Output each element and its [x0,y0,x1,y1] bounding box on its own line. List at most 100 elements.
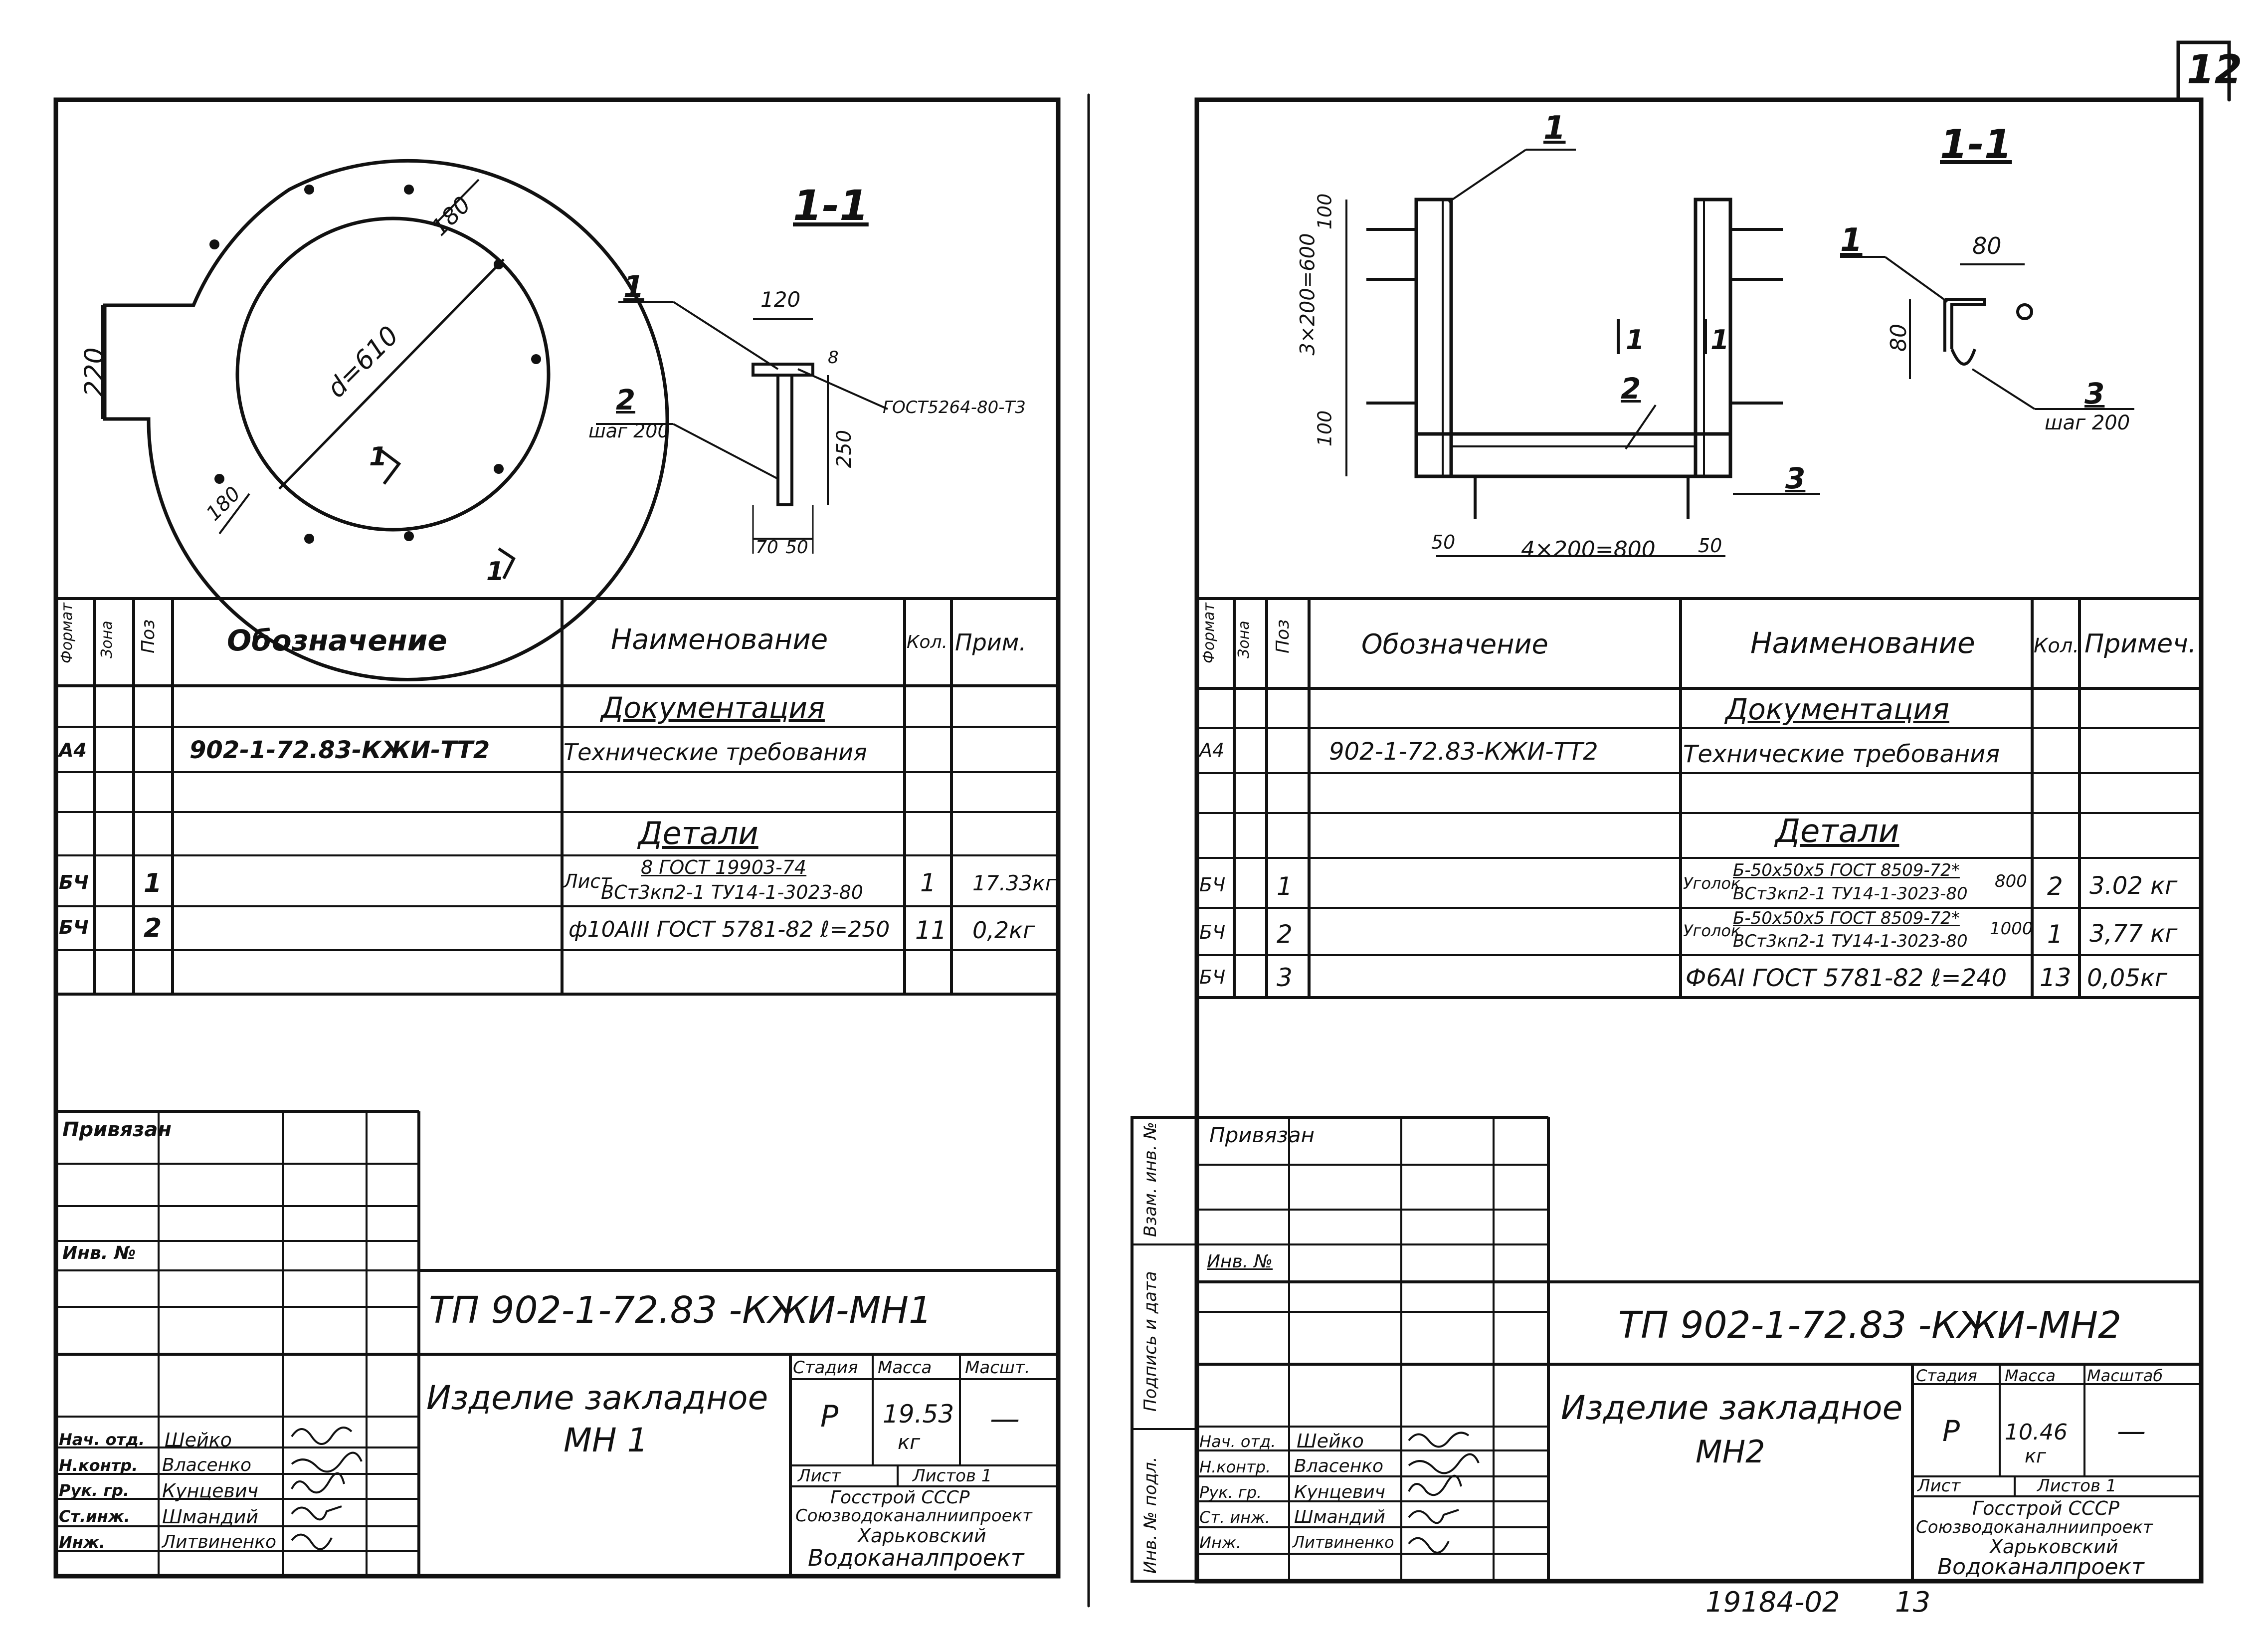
right-row2-pos: 2 [1277,920,1293,949]
left-row1-qty: 1 [920,868,936,897]
right-stage: Р [1942,1414,1960,1448]
left-mass-label: Масса [878,1358,932,1378]
left-doc-name: Технические требования [564,739,867,766]
right-name-3: Кунцевич [1294,1482,1385,1502]
right-row2-name-bottom: ВСт3кп2-1 ТУ14-1-3023-80 [1733,931,1968,951]
left-hdr-format: Формат [58,603,76,663]
left-plate-plan [101,159,669,681]
right-side-label-1: Взам. инв. № [1140,1122,1160,1237]
left-doc-format: А4 [59,739,87,761]
left-mass: 19.53 [883,1400,954,1429]
right-spec-grid [1197,597,2201,999]
right-dim-80b: 80 [1886,324,1911,352]
right-hdr-pos: Поз [1273,619,1293,653]
left-doc-code: ТП 902-1-72.83 -КЖИ-МН1 [429,1289,933,1332]
right-scale-label: Масштаб [2087,1366,2163,1385]
left-title-line1: Изделие закладное [426,1379,768,1417]
right-row1-format: БЧ [1199,874,1226,896]
right-section-details: Детали [1775,813,1899,850]
left-section-detail [596,301,888,554]
right-privyazan: Привязан [1209,1123,1315,1147]
left-name-2: Власенко [162,1455,252,1475]
right-pos1a: 1 [1543,110,1566,147]
left-cut-label-a: 1 [369,442,387,472]
right-row1-name-bottom: ВСт3кп2-1 ТУ14-1-3023-80 [1733,884,1968,904]
right-sheets-label: Листов 1 [2037,1476,2117,1496]
left-dim-50: 50 [785,537,808,558]
left-name-3: Кунцевич [162,1480,259,1502]
right-org3: Харьковский [1990,1536,2118,1558]
left-role-1: Нач. отд. [59,1430,145,1449]
right-hdr-zone: Зона [1235,620,1253,658]
left-row2-note: 0,2кг [972,917,1035,944]
left-signatures [291,1427,363,1550]
bottom-page-number: 13 [1895,1586,1931,1619]
right-org1: Госстрой СССР [1972,1497,2120,1519]
right-name-4: Шмандий [1294,1507,1385,1527]
right-name-1: Шейко [1297,1430,1364,1452]
right-dim-50a: 50 [1431,531,1456,553]
right-sheet-label: Лист [1917,1476,1961,1496]
right-row3-qty: 13 [2040,963,2072,992]
left-row2-format: БЧ [59,916,89,938]
right-org2: Союзводоканалниипроект [1916,1517,2153,1537]
right-row3-name: Ф6АI ГОСТ 5781-82 ℓ=240 [1686,964,2007,992]
right-scale: — [2117,1414,2146,1448]
right-row3-format: БЧ [1199,966,1226,988]
right-row2-format: БЧ [1199,921,1226,943]
left-row1-pos: 1 [144,868,162,898]
left-sheet-label: Лист [798,1466,841,1486]
right-section-doc: Документация [1725,692,1949,726]
right-doc-code: ТП 902-1-72.83 -КЖИ-МН2 [1618,1304,2122,1347]
right-org4: Водоканалпроект [1937,1554,2144,1580]
right-title-line2: МН2 [1696,1434,1765,1470]
left-pos1-label: 1 [623,269,644,304]
right-cut-a: 1 [1626,324,1645,356]
left-row2-name: ф10АIII ГОСТ 5781-82 ℓ=250 [568,917,890,942]
right-row3-pos: 3 [1277,963,1293,992]
left-mass-unit: кг [898,1431,921,1454]
right-role-4: Ст. инж. [1199,1508,1271,1527]
left-row2-pos: 2 [144,913,162,943]
right-cut-b: 1 [1710,324,1729,356]
right-row1-qty: 2 [2047,872,2063,901]
left-plate-anchors [209,185,541,544]
page-number: 12 [2187,46,2243,93]
right-side-label-2: Подпись и дата [1140,1271,1160,1412]
left-org4: Водоканалпроект [808,1544,1024,1571]
left-section-doc: Документация [601,691,825,725]
left-dim-70: 70 [756,537,778,558]
right-row2-name-len: 1000 [1990,919,2033,939]
left-cut-label-b: 1 [486,557,505,587]
left-org2: Союзводоканалниипроект [795,1506,1032,1526]
left-hdr-zone: Зона [98,620,116,658]
right-hdr-note: Примеч. [2084,629,2197,659]
left-name-1: Шейко [165,1429,232,1451]
left-stage: Р [820,1399,839,1434]
left-dim-250: 250 [833,429,856,468]
right-pos3b: 3 [2084,377,2105,411]
left-dim-220: 220 [79,347,110,397]
left-hdr-designation: Обозначение [227,623,447,657]
left-role-2: Н.контр. [59,1456,138,1475]
right-section-detail [1840,256,2134,410]
right-dim-80a: 80 [1972,232,2002,259]
right-dim-100a: 100 [1314,193,1336,230]
right-dim-100b: 100 [1314,410,1336,447]
right-hdr-name: Наименование [1750,626,1975,660]
right-mass: 10.46 [2005,1420,2068,1445]
right-pos1b: 1 [1840,222,1863,259]
right-stage-label: Стадия [1916,1366,1977,1385]
right-signatures [1408,1432,1480,1554]
left-scale-label: Масшт. [965,1358,1030,1378]
left-gost-weld: ГОСТ5264-80-Т3 [883,398,1026,417]
left-row2-qty: 11 [915,916,947,945]
right-frame-elevation [1345,149,1820,557]
right-hdr-qty: Кол. [2034,634,2079,657]
right-stamp-grid [1131,1116,2201,1583]
right-dim-horiz: 4×200=800 [1521,537,1656,562]
left-title-line2: МН 1 [564,1421,648,1459]
left-name-5: Литвиненко [162,1532,277,1552]
left-role-3: Рук. гр. [59,1481,130,1500]
